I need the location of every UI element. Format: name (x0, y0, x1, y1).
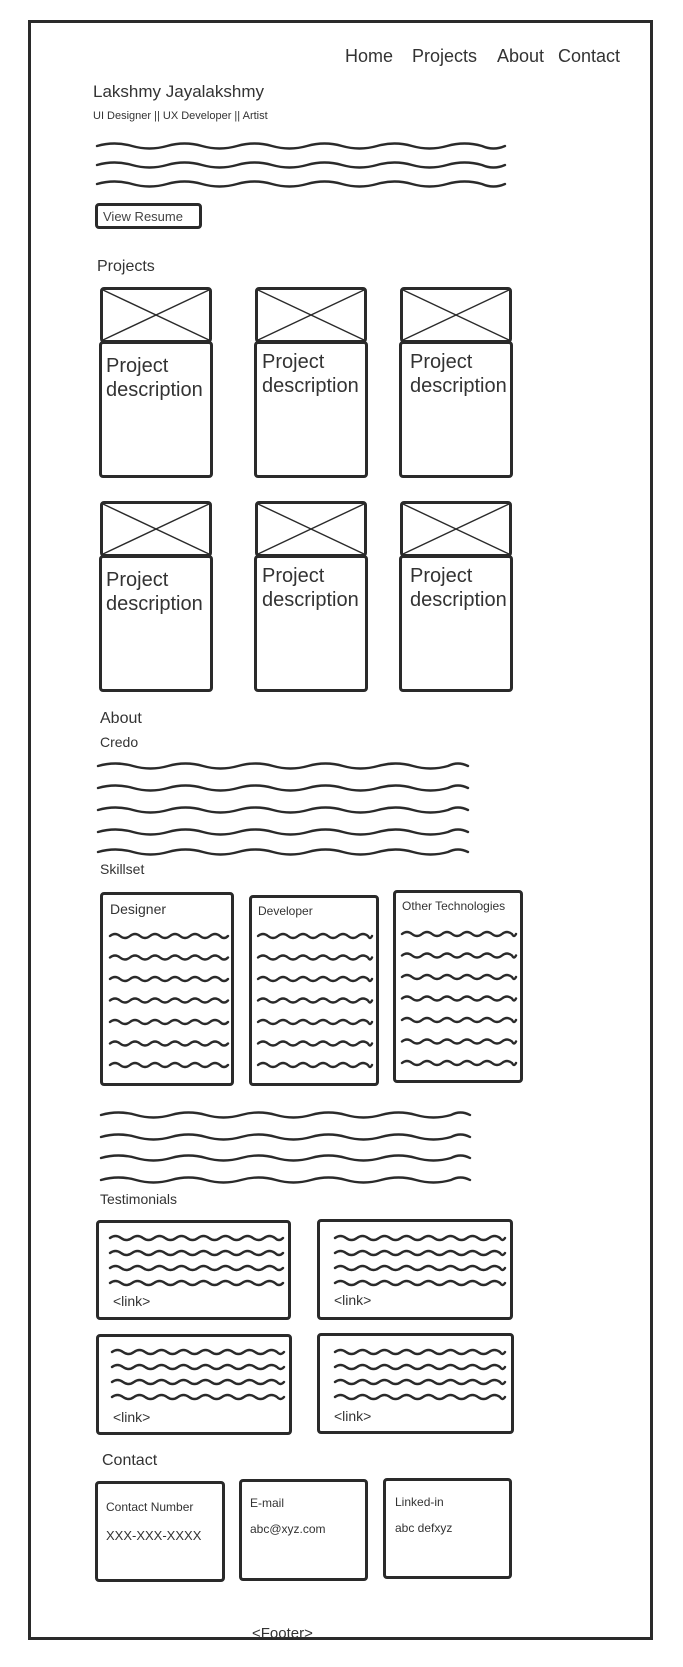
projects-heading: Projects (97, 258, 155, 275)
project-description: Project description (410, 565, 507, 611)
testimonial-link[interactable]: <link> (113, 1293, 151, 1309)
project-description: Project description (106, 355, 203, 401)
nav-contact-link[interactable]: Contact (558, 46, 621, 66)
contact-card-phone: Contact Number XXX-XXX-XXXX (95, 1481, 225, 1582)
tagline: UI Designer || UX Developer || Artist (93, 110, 268, 122)
project-description: Project description (106, 569, 203, 615)
project-image-placeholder (100, 287, 212, 343)
contact-phone-value[interactable]: XXX-XXX-XXXX (106, 1528, 202, 1543)
project-image-placeholder (255, 287, 367, 343)
credo-heading: Credo (100, 734, 139, 750)
contact-email-value[interactable]: abc@xyz.com (250, 1522, 326, 1536)
project-image-placeholder (400, 501, 512, 557)
project-card[interactable]: Project description (399, 341, 513, 478)
testimonial-card: <link> (96, 1220, 291, 1320)
contact-label: Contact Number (106, 1500, 194, 1514)
contact-card-linkedin: Linked-in abc defxyz (383, 1478, 512, 1579)
project-description: Project description (410, 351, 507, 397)
view-resume-button[interactable]: View Resume (95, 203, 202, 229)
nav-about-link[interactable]: About (497, 46, 545, 66)
contact-label: E-mail (250, 1496, 285, 1510)
page-title: Lakshmy Jayalakshmy (93, 82, 265, 101)
project-card[interactable]: Project description (99, 341, 213, 478)
contact-heading: Contact (102, 1452, 158, 1469)
project-description: Project description (262, 565, 359, 611)
project-card[interactable]: Project description (99, 555, 213, 692)
footer: <Footer> (252, 1625, 313, 1642)
skill-label: Other Technologies (402, 899, 506, 913)
project-image-placeholder (100, 501, 212, 557)
testimonial-link[interactable]: <link> (334, 1292, 372, 1308)
about-heading: About (100, 710, 142, 727)
skill-card-other-technologies: Other Technologies (393, 890, 523, 1083)
contact-linkedin-value[interactable]: abc defxyz (395, 1521, 453, 1535)
testimonial-link[interactable]: <link> (113, 1409, 151, 1425)
nav-home-link[interactable]: Home (345, 46, 394, 66)
skill-label: Developer (258, 904, 313, 918)
skill-label: Designer (110, 901, 167, 917)
project-card[interactable]: Project description (254, 555, 368, 692)
testimonial-card: <link> (317, 1333, 514, 1434)
testimonial-card: <link> (96, 1334, 292, 1435)
project-card[interactable]: Project description (254, 341, 368, 478)
project-image-placeholder (400, 287, 512, 343)
testimonial-link[interactable]: <link> (334, 1408, 372, 1424)
skillset-heading: Skillset (100, 861, 145, 877)
page-frame (28, 20, 653, 1640)
contact-card-email: E-mail abc@xyz.com (239, 1479, 368, 1581)
project-description: Project description (262, 351, 359, 397)
skill-card-developer: Developer (249, 895, 379, 1086)
project-image-placeholder (255, 501, 367, 557)
testimonials-heading: Testimonials (100, 1191, 178, 1207)
project-card[interactable]: Project description (399, 555, 513, 692)
nav-projects-link[interactable]: Projects (412, 46, 478, 66)
contact-label: Linked-in (395, 1495, 444, 1509)
testimonial-card: <link> (317, 1219, 513, 1320)
skill-card-designer: Designer (100, 892, 234, 1086)
